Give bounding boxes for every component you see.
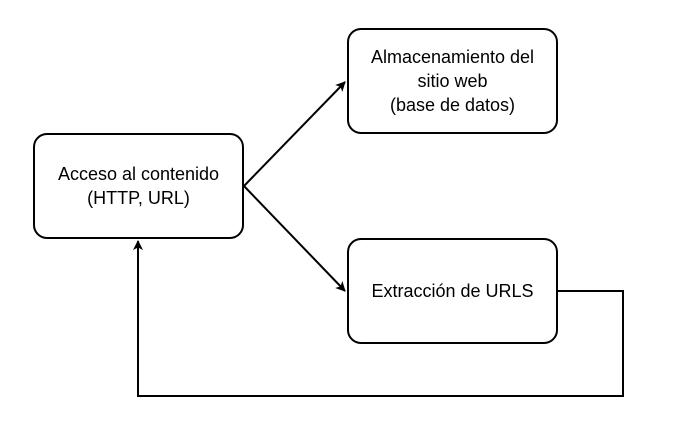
node-acceso-al-contenido: Acceso al contenido (HTTP, URL): [33, 133, 244, 239]
edge-acceso-to-extraccion: [243, 185, 346, 292]
node-extraccion-de-urls: Extracción de URLS: [347, 238, 558, 344]
node-almacenamiento-line-3: (base de datos): [389, 95, 516, 115]
node-almacenamiento-line-1: Almacenamiento del: [370, 47, 535, 67]
node-extraccion-line-1: Extracción de URLS: [371, 281, 534, 301]
node-acceso-line-1: Acceso al contenido: [57, 164, 220, 184]
node-almacenamiento-line-2: sitio web: [417, 71, 488, 91]
node-almacenamiento: Almacenamiento del sitio web (base de da…: [347, 28, 558, 134]
node-acceso-line-2: (HTTP, URL): [87, 188, 190, 208]
edge-extraccion-to-acceso: [133, 240, 624, 397]
edge-acceso-to-almacenamiento: [243, 81, 346, 187]
